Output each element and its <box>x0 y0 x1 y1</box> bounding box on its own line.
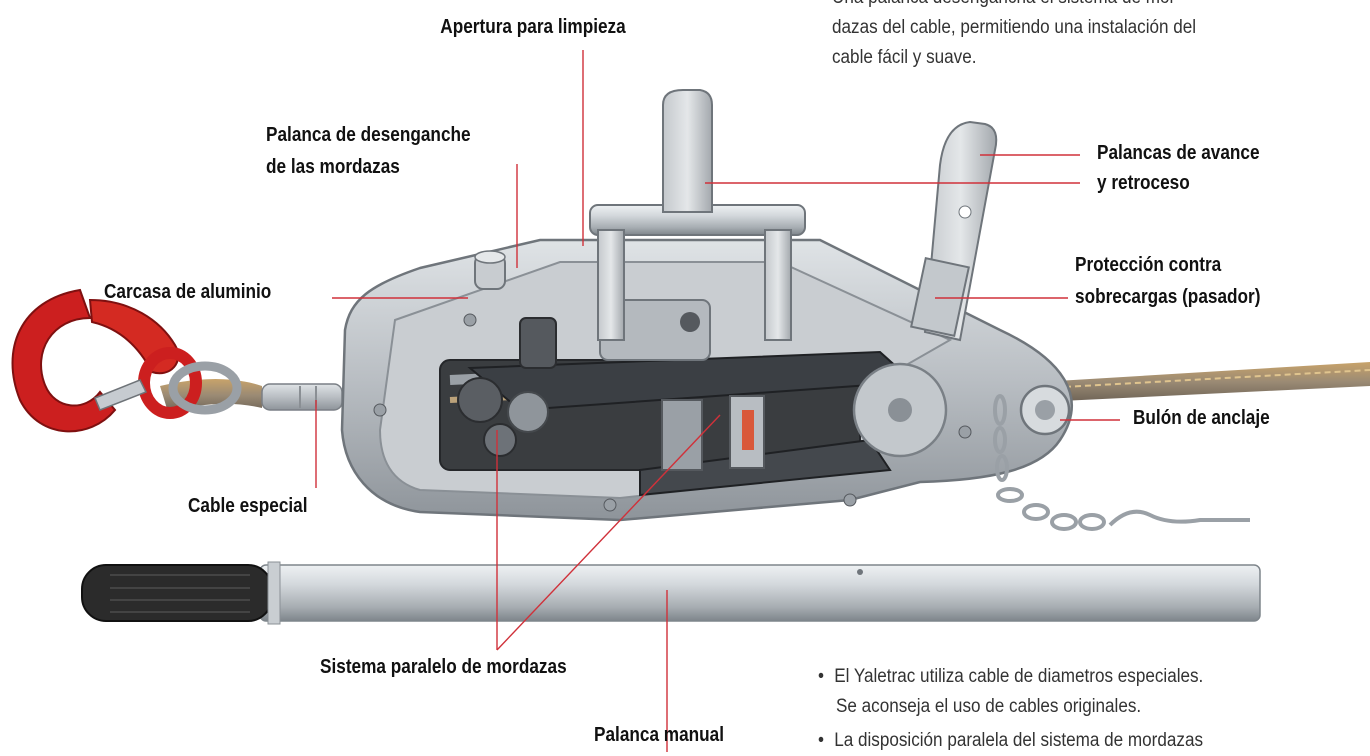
manual-lever-tube <box>81 561 1261 625</box>
bullet-2-line1: • La disposición paralela del sistema de … <box>818 726 1203 756</box>
release-knob <box>474 250 506 290</box>
top-description-line1: Una palanca desengancha el sistema de mo… <box>832 0 1196 13</box>
label-cable: Cable especial <box>188 495 308 517</box>
bullet-1-text: El Yaletrac utiliza cable de diametros e… <box>834 666 1204 687</box>
label-desenganche-line1: Palanca de desenganche <box>266 124 471 146</box>
bullet-dot: • <box>818 730 824 751</box>
bullet-dot: • <box>818 666 824 687</box>
bullet-1-line1: • El Yaletrac utiliza cable de diametros … <box>818 662 1203 692</box>
label-sistema: Sistema paralelo de mordazas <box>320 656 567 678</box>
label-apertura: Apertura para limpieza <box>440 16 626 38</box>
hook <box>11 288 242 433</box>
top-handle <box>589 89 806 341</box>
label-carcasa: Carcasa de aluminio <box>104 281 272 303</box>
label-desenganche-line2: de las mordazas <box>266 156 400 178</box>
label-palancas-line2: y retroceso <box>1097 172 1190 194</box>
label-palanca-manual: Palanca manual <box>594 724 725 746</box>
top-description-line2: dazas del cable, permitiendo una instala… <box>832 17 1197 38</box>
top-description: Una palanca desengancha el sistema de mo… <box>832 0 1237 73</box>
angled-lever <box>910 120 998 342</box>
chain <box>993 394 1250 531</box>
leader-lines <box>315 50 1120 752</box>
top-description-line3: cable fácil y suave. <box>832 47 977 68</box>
label-proteccion-line1: Protección contra <box>1075 254 1222 276</box>
label-bulon: Bulón de anclaje <box>1133 407 1270 429</box>
label-palancas-line1: Palancas de avance <box>1097 142 1260 164</box>
bullet-2-text: La disposición paralela del sistema de m… <box>834 730 1204 751</box>
wire-rope-right <box>1040 362 1370 402</box>
label-proteccion-line2: sobrecargas (pasador) <box>1075 286 1261 308</box>
bullet-1-line2: Se aconseja el uso de cables originales. <box>836 696 1142 717</box>
housing <box>340 238 1073 522</box>
